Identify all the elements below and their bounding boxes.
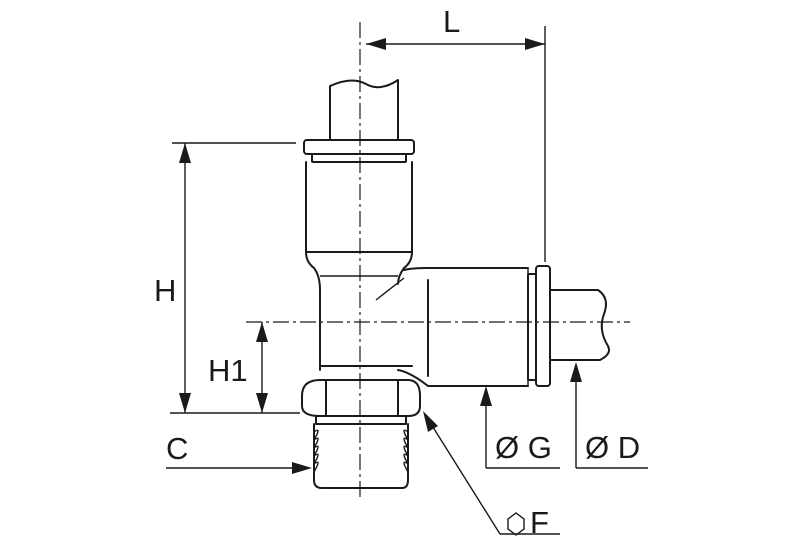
top-collet — [303, 139, 415, 163]
threaded-stem — [313, 415, 409, 489]
side-tube — [549, 289, 610, 361]
hexagon-icon — [507, 512, 525, 536]
dimension-g: Ø G — [480, 386, 560, 469]
label-g: Ø G — [495, 430, 552, 465]
side-collet — [527, 265, 551, 387]
tee-body — [305, 161, 529, 387]
hex-nut — [301, 379, 421, 417]
label-h: H — [154, 273, 176, 308]
dimension-c: C — [166, 431, 312, 474]
label-h1: H1 — [208, 353, 248, 388]
dimension-h1: H1 — [208, 322, 268, 413]
label-c: C — [166, 431, 188, 466]
dimension-d: Ø D — [570, 362, 648, 469]
label-l: L — [443, 4, 460, 39]
label-d: Ø D — [585, 430, 640, 465]
dimension-f: F — [423, 411, 560, 540]
label-f: F — [530, 505, 549, 540]
dimension-l: L — [366, 4, 546, 262]
dimension-h: H — [154, 142, 300, 414]
top-tube — [329, 79, 399, 141]
